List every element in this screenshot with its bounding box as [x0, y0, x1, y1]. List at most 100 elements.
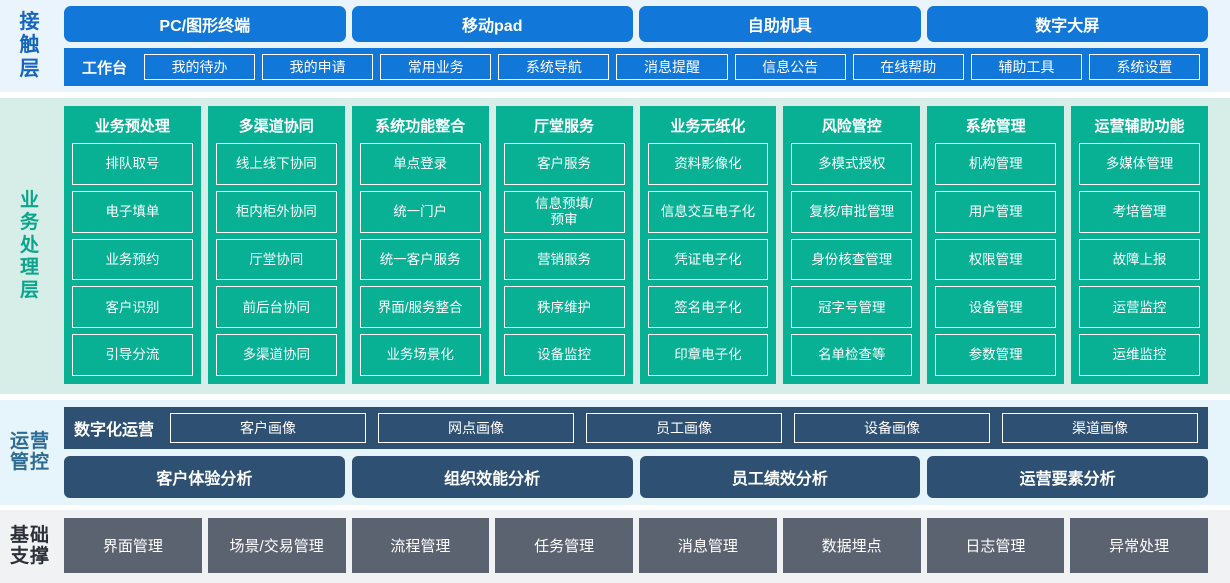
- business-item-2-1[interactable]: 统一门户: [359, 190, 481, 233]
- business-item-2-3[interactable]: 界面/服务整合: [359, 286, 481, 329]
- business-item-2-4[interactable]: 业务场景化: [359, 334, 481, 376]
- terminal-chip-0[interactable]: PC/图形终端: [64, 6, 346, 42]
- business-column-title-6: 系统管理: [965, 117, 1026, 135]
- business-item-7-4[interactable]: 运维监控: [1079, 334, 1200, 376]
- business-column-6: 系统管理机构管理用户管理权限管理设备管理参数管理: [927, 106, 1065, 384]
- base-layer-side-label-chars: 基础支撑: [9, 524, 51, 568]
- business-column-title-5: 风险管控: [821, 117, 882, 135]
- business-item-2-0[interactable]: 单点登录: [359, 143, 481, 185]
- business-column-title-7: 运营辅助功能: [1094, 117, 1185, 135]
- base-item-5[interactable]: 数据埋点: [782, 518, 921, 573]
- business-item-5-4[interactable]: 名单检查等: [791, 334, 913, 376]
- side-label-char-1: 触: [19, 34, 41, 57]
- business-item-7-2[interactable]: 故障上报: [1079, 238, 1200, 281]
- side-label-char-2: 层: [19, 57, 41, 80]
- base-item-3[interactable]: 任务管理: [495, 518, 633, 573]
- business-item-3-0[interactable]: 客户服务: [503, 143, 625, 185]
- business-item-5-1[interactable]: 复核/审批管理: [791, 190, 913, 233]
- analysis-item-2[interactable]: 员工绩效分析: [639, 456, 921, 498]
- business-item-0-3[interactable]: 客户识别: [72, 286, 193, 329]
- business-item-6-3[interactable]: 设备管理: [935, 286, 1057, 329]
- business-item-2-2[interactable]: 统一客户服务: [359, 238, 481, 281]
- business-item-6-0[interactable]: 机构管理: [935, 143, 1057, 185]
- business-item-4-2[interactable]: 凭证电子化: [647, 238, 769, 281]
- workbench-item-8[interactable]: 系统设置: [1088, 54, 1200, 80]
- base-item-7[interactable]: 异常处理: [1070, 518, 1208, 573]
- portrait-chip-2[interactable]: 员工画像: [586, 413, 783, 443]
- workbench-item-1[interactable]: 我的申请: [262, 54, 374, 80]
- side-label-char-2: 支: [9, 545, 30, 567]
- portrait-chip-0[interactable]: 客户画像: [170, 413, 367, 443]
- base-item-6[interactable]: 日志管理: [926, 518, 1065, 573]
- business-column-2: 系统功能整合单点登录统一门户统一客户服务界面/服务整合业务场景化: [351, 106, 489, 384]
- portrait-chip-3[interactable]: 设备画像: [794, 413, 991, 443]
- base-item-2[interactable]: 流程管理: [351, 518, 490, 573]
- side-label-char-3: 控: [30, 451, 51, 473]
- business-item-7-1[interactable]: 考培管理: [1079, 190, 1200, 233]
- digital-operations-row: 数字化运营 客户画像网点画像员工画像设备画像渠道画像: [64, 407, 1208, 449]
- business-item-3-2[interactable]: 营销服务: [503, 238, 625, 281]
- business-item-3-3[interactable]: 秩序维护: [503, 286, 625, 329]
- portrait-chip-4[interactable]: 渠道画像: [1002, 413, 1199, 443]
- base-layer-side-label: 基础支撑: [0, 510, 60, 583]
- business-item-7-0[interactable]: 多媒体管理: [1079, 143, 1200, 185]
- operations-layer: 运营管控 数字化运营 客户画像网点画像员工画像设备画像渠道画像 客户体验分析组织…: [0, 400, 1230, 505]
- business-item-1-2[interactable]: 厅堂协同: [215, 238, 337, 281]
- analysis-item-3[interactable]: 运营要素分析: [927, 456, 1208, 498]
- workbench-item-2[interactable]: 常用业务: [380, 54, 492, 80]
- base-item-1[interactable]: 场景/交易管理: [207, 518, 346, 573]
- business-column-title-2: 系统功能整合: [375, 117, 466, 135]
- business-item-4-1[interactable]: 信息交互电子化: [647, 190, 769, 233]
- business-item-3-4[interactable]: 设备监控: [503, 334, 625, 376]
- contact-layer-side-label: 接触层: [0, 0, 60, 92]
- workbench-item-7[interactable]: 辅助工具: [970, 54, 1082, 80]
- side-label-char-2: 处: [19, 234, 40, 256]
- business-item-1-1[interactable]: 柜内柜外协同: [215, 190, 337, 233]
- business-column-title-3: 厅堂服务: [534, 117, 595, 135]
- workbench-items: 我的待办我的申请常用业务系统导航消息提醒信息公告在线帮助辅助工具系统设置: [144, 54, 1200, 80]
- workbench-item-5[interactable]: 信息公告: [734, 54, 846, 80]
- business-item-4-3[interactable]: 签名电子化: [647, 286, 769, 329]
- business-item-1-4[interactable]: 多渠道协同: [215, 334, 337, 376]
- business-item-5-3[interactable]: 冠字号管理: [791, 286, 913, 329]
- side-label-char-3: 理: [19, 257, 40, 279]
- business-column-0: 业务预处理排队取号电子填单业务预约客户识别引导分流: [64, 106, 201, 384]
- business-item-5-0[interactable]: 多模式授权: [791, 143, 913, 185]
- business-item-0-0[interactable]: 排队取号: [72, 143, 193, 185]
- terminal-chip-2[interactable]: 自助机具: [639, 6, 921, 42]
- workbench-item-3[interactable]: 系统导航: [498, 54, 610, 80]
- base-item-0[interactable]: 界面管理: [64, 518, 202, 573]
- business-item-0-1[interactable]: 电子填单: [72, 190, 193, 233]
- workbench-item-6[interactable]: 在线帮助: [852, 54, 964, 80]
- business-item-6-2[interactable]: 权限管理: [935, 238, 1057, 281]
- side-label-char-1: 础: [30, 524, 51, 546]
- side-label-char-0: 业: [19, 189, 40, 211]
- side-label-char-3: 撑: [30, 545, 51, 567]
- business-item-4-4[interactable]: 印章电子化: [647, 334, 769, 376]
- terminal-chip-1[interactable]: 移动pad: [351, 6, 633, 42]
- side-label-char-0: 接: [19, 10, 41, 33]
- base-item-4[interactable]: 消息管理: [639, 518, 777, 573]
- operations-layer-body: 数字化运营 客户画像网点画像员工画像设备画像渠道画像 客户体验分析组织效能分析员…: [60, 400, 1230, 505]
- analysis-item-1[interactable]: 组织效能分析: [351, 456, 633, 498]
- business-item-1-3[interactable]: 前后台协同: [215, 286, 337, 329]
- business-item-7-3[interactable]: 运营监控: [1079, 286, 1200, 329]
- workbench-item-4[interactable]: 消息提醒: [616, 54, 728, 80]
- terminal-chip-3[interactable]: 数字大屏: [926, 6, 1208, 42]
- business-item-0-4[interactable]: 引导分流: [72, 334, 193, 376]
- portrait-chip-1[interactable]: 网点画像: [378, 413, 575, 443]
- business-item-3-1[interactable]: 信息预填/ 预审: [503, 190, 625, 233]
- business-item-5-2[interactable]: 身份核查管理: [791, 238, 913, 281]
- business-item-1-0[interactable]: 线上线下协同: [215, 143, 337, 185]
- business-item-6-1[interactable]: 用户管理: [935, 190, 1057, 233]
- business-item-6-4[interactable]: 参数管理: [935, 334, 1057, 376]
- portrait-chips: 客户画像网点画像员工画像设备画像渠道画像: [170, 413, 1199, 443]
- side-label-char-4: 层: [19, 279, 40, 301]
- business-item-0-2[interactable]: 业务预约: [72, 238, 193, 281]
- analysis-item-0[interactable]: 客户体验分析: [64, 456, 345, 498]
- business-item-4-0[interactable]: 资料影像化: [647, 143, 769, 185]
- operations-layer-side-label-chars: 运营管控: [10, 431, 51, 474]
- workbench-item-0[interactable]: 我的待办: [144, 54, 256, 80]
- base-layer: 基础支撑 界面管理场景/交易管理流程管理任务管理消息管理数据埋点日志管理异常处理: [0, 510, 1230, 583]
